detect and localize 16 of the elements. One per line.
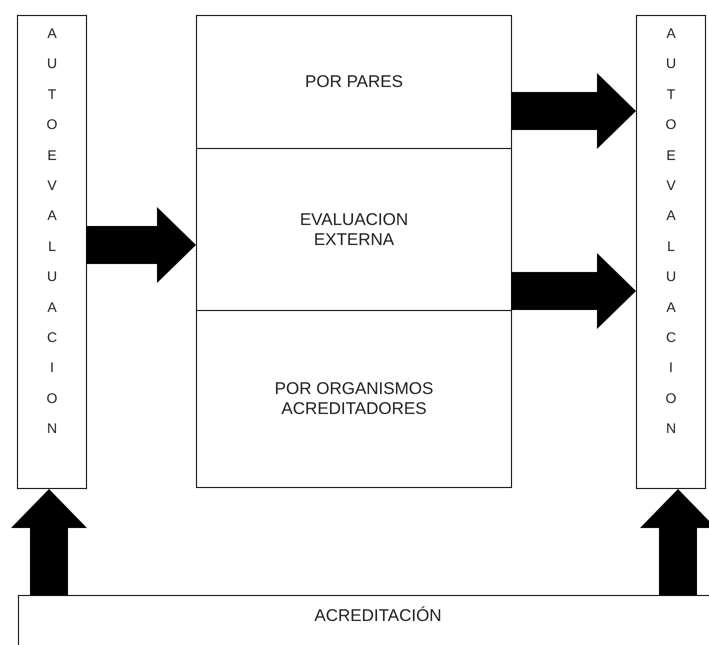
block-arrow [512, 73, 636, 149]
process-box [196, 310, 512, 488]
process-box [196, 148, 512, 311]
box-label: POR PARES [305, 72, 403, 92]
vertical-label: AUTOEVALUACION [46, 24, 58, 438]
column-box [636, 15, 706, 489]
block-arrow [87, 207, 196, 283]
block-arrow [11, 489, 87, 595]
process-box [196, 15, 512, 149]
box-label: ACREDITACIÓN [314, 606, 442, 626]
box-label: EVALUACION EXTERNA [298, 210, 410, 250]
vertical-label: AUTOEVALUACION [665, 24, 677, 438]
block-arrow [512, 253, 636, 329]
box-label: POR ORGANISMOS ACREDITADORES [274, 379, 434, 419]
block-arrow [640, 489, 709, 595]
column-box [17, 15, 87, 489]
